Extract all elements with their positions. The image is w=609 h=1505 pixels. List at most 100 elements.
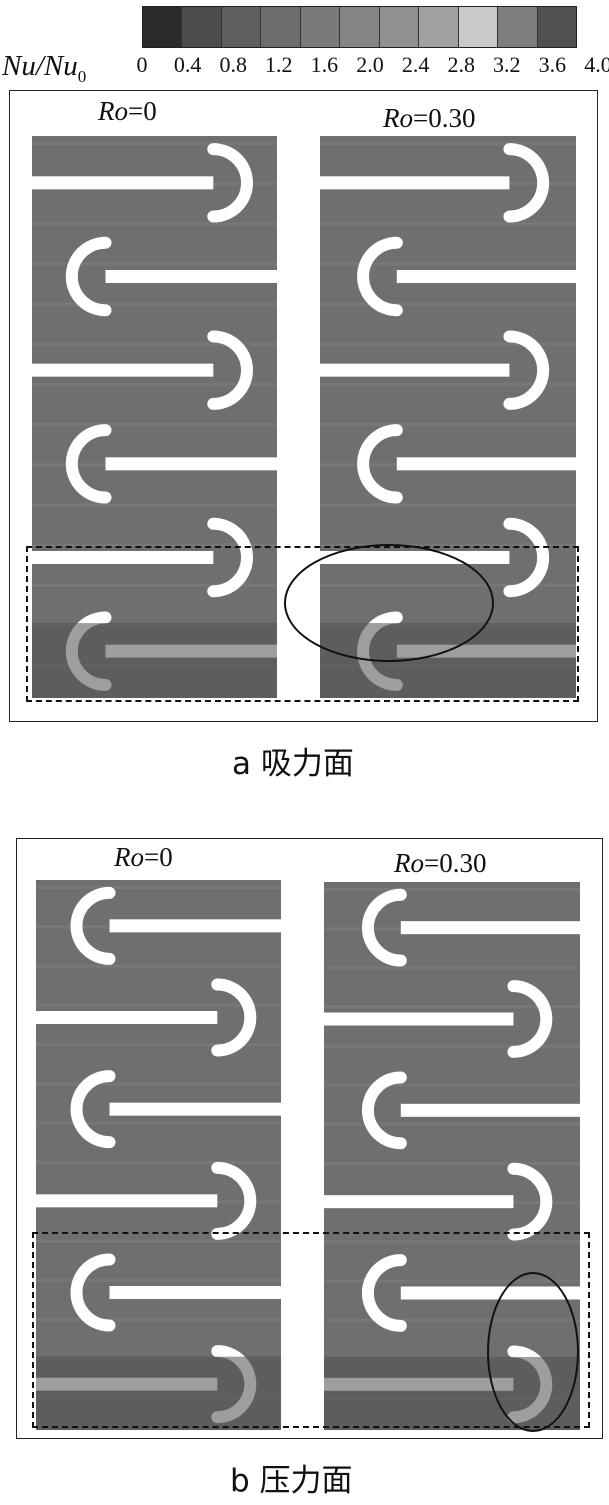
colorbar-tick-label: 0.8 [219,52,247,77]
flow-streak [320,423,576,426]
flow-streak [32,423,277,426]
rib-hook [70,1070,116,1149]
flow-streak [36,1161,281,1164]
flow-streak [324,1240,580,1244]
flow-streak [32,543,277,547]
panel-b-highlight-ellipse [487,1272,579,1432]
colorbar-segment [458,7,499,47]
colorbar-tick-label: 2.4 [401,52,430,77]
flow-streak [320,262,576,266]
rib-bar [32,1011,218,1024]
flow-streak [320,302,576,306]
colorbar-tick-label: 3.2 [493,52,521,77]
rib-hook [361,1071,407,1150]
panel-b-left-title: Ro=0 [114,842,173,872]
colorbar-tick-label: 1.6 [310,52,339,77]
rib-bar [316,176,510,190]
colorbar-segment [340,7,380,47]
colorbar-tick-label: 0 [136,52,148,77]
panel-a-left-contour-field [28,136,281,698]
flow-streak [324,1044,580,1048]
colorbar-segment [498,7,538,47]
rib-bar [105,457,281,471]
flow-streak [36,964,281,968]
flow-streak [36,1121,281,1125]
rib-hook [70,1253,116,1332]
rib-bar [396,457,580,471]
flow-streak [324,966,580,970]
panel-b-highlight-box [32,1232,590,1428]
panel-b-left-contour-field [32,880,285,1430]
flow-streak [36,1043,281,1047]
rib-hook [507,980,553,1058]
panel-a-caption: a 吸力面 [232,746,354,782]
panel-a-right-title: Ro=0.30 [383,103,476,133]
colorbar-label: Nu/Nu0 [2,50,87,86]
rib-hook [65,236,112,317]
colorbar-tick-label: 4.0 [584,52,609,77]
flow-streak [32,382,277,386]
colorbar-tick-label: 1.2 [265,52,293,77]
flow-streak [32,262,277,266]
flow-streak [324,1083,580,1087]
flow-streak [320,543,576,547]
flow-streak [324,1279,580,1283]
flow-streak [324,1005,580,1009]
colorbar-segment [261,7,301,47]
flow-streak [320,503,576,507]
rib-bar [109,919,285,933]
rib-bar [316,363,510,377]
rib-hook [65,424,112,504]
rib-bar [109,1286,285,1299]
panel-b-right-title: Ro=0.30 [394,848,487,878]
flow-streak [320,382,576,386]
rib-bar [109,1102,285,1116]
panel-a-highlight-ellipse [284,544,494,662]
rib-bar [28,176,214,190]
flow-streak [320,222,576,226]
rib-bar [400,1103,584,1117]
colorbar-segment [379,7,420,47]
channel-background [36,880,281,1430]
rib-hook [503,517,550,598]
rib-hook [357,424,403,504]
rib-hook [207,143,254,223]
colorbar-segment [143,7,183,47]
rib-hook [70,886,116,965]
flow-streak [32,583,277,587]
flow-streak [32,302,277,306]
rib-bar [105,270,281,283]
flow-streak [36,886,281,889]
flow-streak [324,888,580,891]
colorbar-tick-label: 0.4 [173,52,202,77]
colorbar-segment [221,7,262,47]
rib-hook [361,888,407,967]
flow-streak [320,342,576,346]
colorbar [142,6,577,48]
flow-streak [36,1003,281,1007]
flow-streak [324,1122,580,1126]
flow-streak [324,1318,580,1322]
colorbar-segment [300,7,341,47]
panel-b-caption: b 压力面 [230,1463,353,1499]
high-contrast-region [36,1356,281,1430]
rib-hook [361,1254,407,1332]
flow-streak [32,503,277,507]
colorbar-tick-label: 2.8 [447,52,475,77]
rib-hook [211,978,257,1057]
rib-hook [503,330,550,410]
flow-streak [32,142,277,145]
flow-streak [320,142,576,145]
flow-streak [36,1318,281,1322]
rib-hook [357,236,403,317]
colorbar-segment [182,7,222,47]
colorbar-segment [419,7,459,47]
flow-streak [32,342,277,346]
rib-bar [400,921,584,935]
rib-hook [207,517,254,598]
flow-streak [324,1162,580,1165]
flow-streak [36,1239,281,1243]
flow-streak [36,1082,281,1086]
rib-bar [32,1194,218,1208]
channel-background [32,136,277,698]
